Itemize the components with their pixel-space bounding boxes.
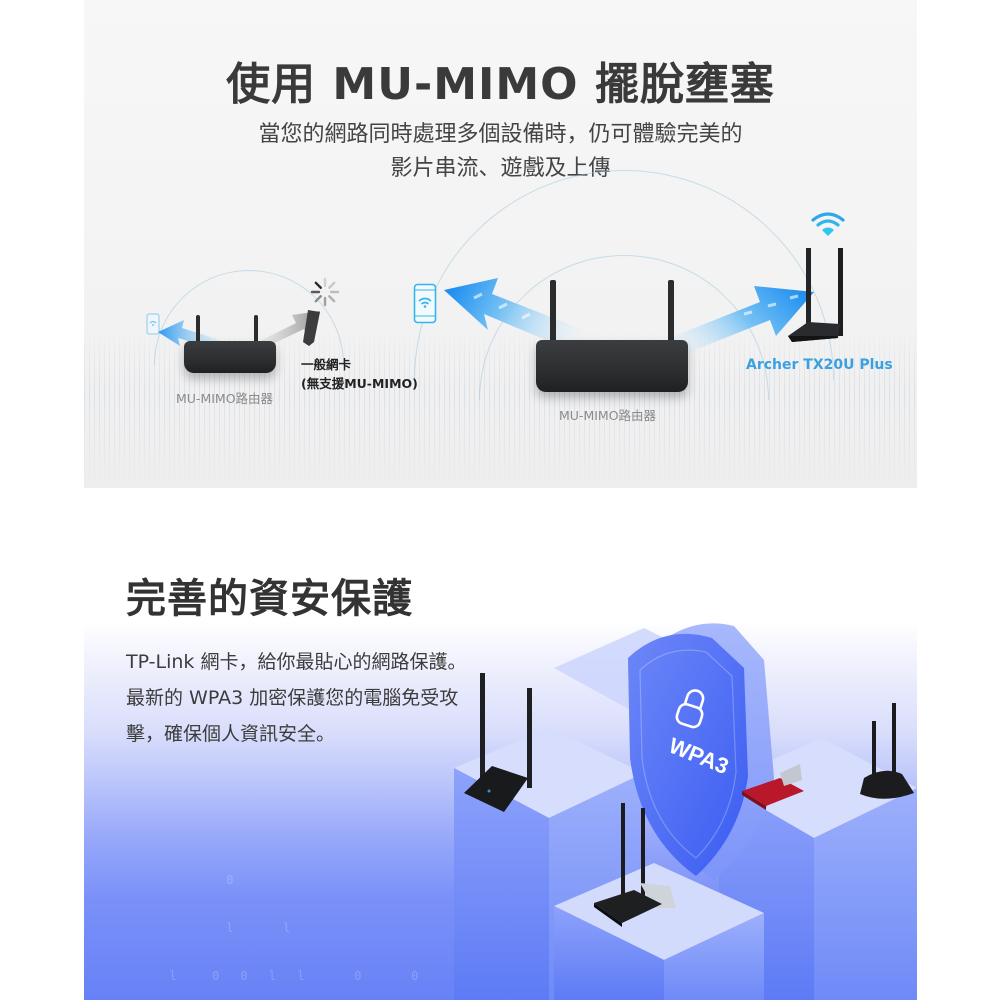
security-desc-line1: TP-Link 網卡，給你最貼心的網路保護。 xyxy=(126,651,467,673)
security-title: 完善的資安保護 xyxy=(126,576,413,622)
archer-tx20u-plus-label: Archer TX20U Plus xyxy=(746,357,893,373)
wifi-signal-icon xyxy=(811,212,845,236)
data-stream-arrow-icon xyxy=(444,278,584,356)
data-stream-arrow-icon xyxy=(252,311,320,350)
phone-wifi-icon xyxy=(413,283,437,324)
mumimo-section: 使用 MU-MIMO 擺脫壅塞 當您的網路同時處理多個設備時，仍可體驗完美的 影… xyxy=(84,0,917,488)
antenna-base-image xyxy=(860,703,914,799)
center-cube xyxy=(554,863,764,1000)
shield-icon: WPA3 xyxy=(628,623,774,880)
security-desc-line2: 最新的 WPA3 加密保護您的電腦免受攻 xyxy=(126,687,459,709)
loading-spinner-icon xyxy=(310,277,340,307)
lock-icon xyxy=(675,689,705,729)
mumimo-subtitle-line1: 當您的網路同時處理多個設備時，仍可體驗完美的 xyxy=(258,122,743,147)
mumimo-subtitle: 當您的網路同時處理多個設備時，仍可體驗完美的 影片串流、遊戲及上傳 xyxy=(84,118,917,186)
pcie-adapter-red-image xyxy=(742,764,804,810)
center-router-label: MU-MIMO路由器 xyxy=(559,408,657,423)
generic-adapter-label: 一般網卡 (無支援MU-MIMO) xyxy=(301,357,418,391)
security-section: 完善的資安保護 TP-Link 網卡，給你最貼心的網路保護。 最新的 WPA3 … xyxy=(84,488,917,1000)
generic-usb-adapter-image xyxy=(303,310,320,346)
archer-tx20u-plus-image xyxy=(788,248,843,342)
pcie-adapter-black-image xyxy=(594,803,676,927)
mumimo-subtitle-line2: 影片串流、遊戲及上傳 xyxy=(390,156,611,181)
security-desc-line3: 擊，確保個人資訊安全。 xyxy=(126,723,336,745)
usb-adapter-image xyxy=(464,673,532,812)
phone-wifi-icon xyxy=(146,313,160,335)
security-description: TP-Link 網卡，給你最貼心的網路保護。 最新的 WPA3 加密保護您的電腦… xyxy=(126,644,466,752)
left-router-label: MU-MIMO路由器 xyxy=(176,391,274,406)
data-stream-arrow-icon xyxy=(664,286,814,360)
mumimo-title: 使用 MU-MIMO 擺脫壅塞 xyxy=(226,59,775,110)
security-product-illustration: WPA3 xyxy=(454,623,917,1000)
